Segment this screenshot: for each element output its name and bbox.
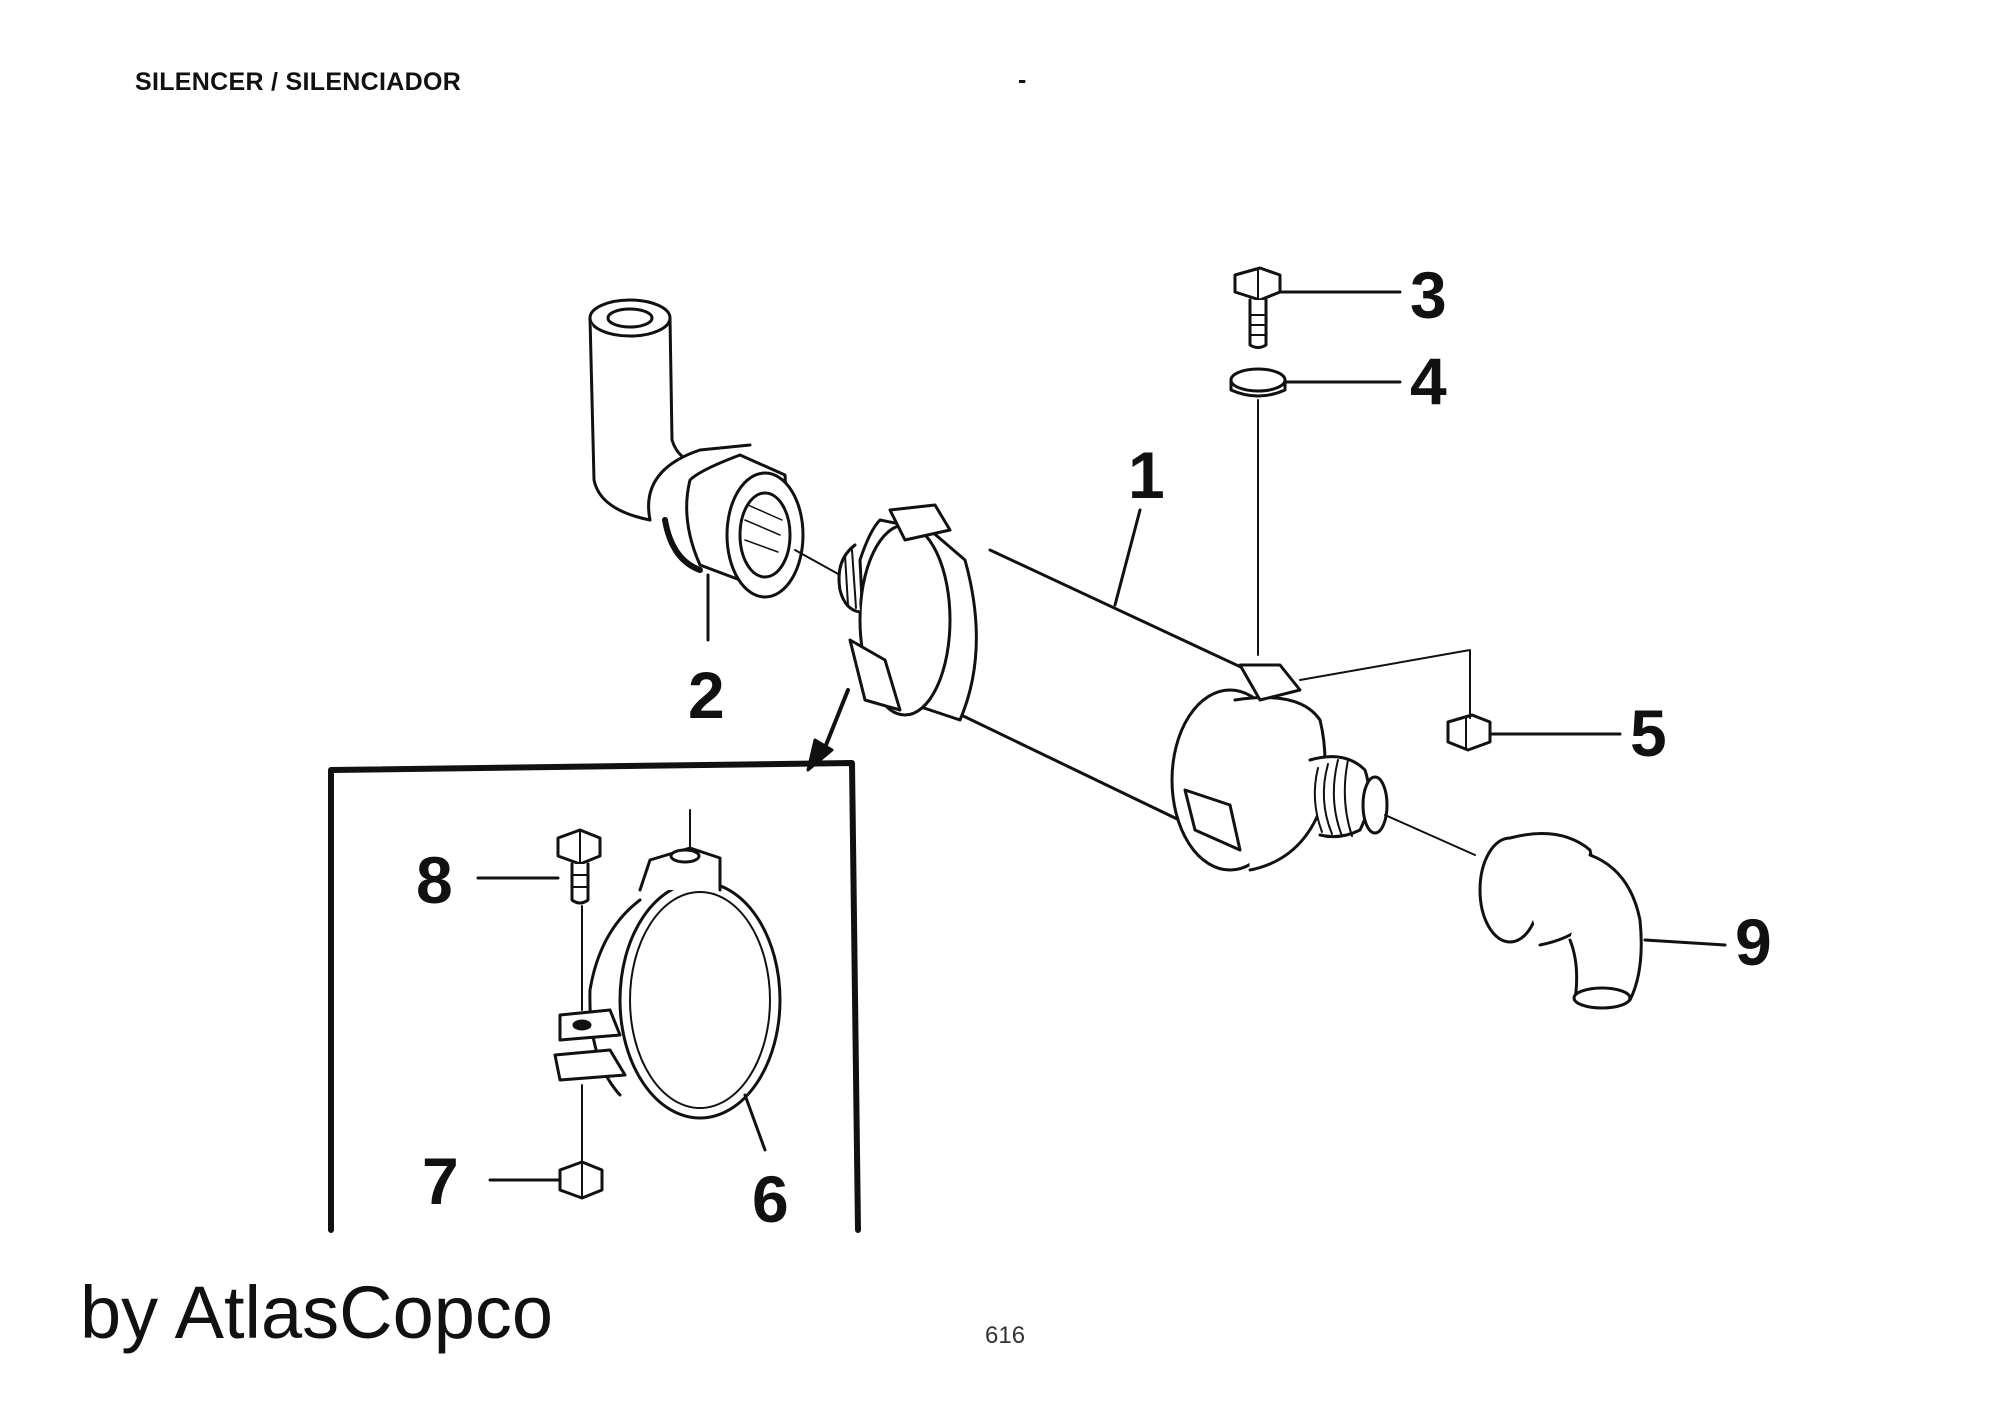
clamp-detail-inset: [328, 688, 861, 1233]
axis-line-right: [1384, 814, 1476, 856]
callout-5: 5: [1630, 696, 1667, 770]
header-dash: -: [1018, 66, 1027, 94]
callout-9: 9: [1735, 905, 1772, 979]
page-title: SILENCER / SILENCIADOR: [135, 68, 462, 96]
leader-line-1: [1113, 508, 1142, 607]
callout-7: 7: [422, 1144, 459, 1218]
nut-part-7: [558, 1084, 604, 1200]
callout-1: 1: [1128, 438, 1165, 512]
callout-2: 2: [688, 658, 725, 732]
bolt-part-3: [1233, 266, 1282, 349]
assembly-axis-nut: [1299, 649, 1471, 719]
elbow-fitting-part-9: [1478, 832, 1643, 1010]
page-number: 616: [985, 1322, 1026, 1349]
callout-8: 8: [416, 843, 453, 917]
callout-3: 3: [1410, 258, 1447, 332]
silencer-body-part-1: [837, 503, 1389, 872]
elbow-hose-part-2: [588, 298, 805, 599]
brand-credit: by AtlasCopco: [80, 1271, 554, 1354]
leader-line-6: [743, 1093, 767, 1152]
callout-6: 6: [752, 1162, 789, 1236]
bolt-part-8: [556, 828, 602, 1011]
washer-part-4: [1229, 367, 1287, 398]
leader-line-9: [1643, 938, 1727, 947]
clamp-part-6: [553, 809, 782, 1120]
nut-part-5: [1446, 713, 1492, 752]
callout-4: 4: [1410, 344, 1447, 418]
axis-line-left: [794, 549, 841, 576]
